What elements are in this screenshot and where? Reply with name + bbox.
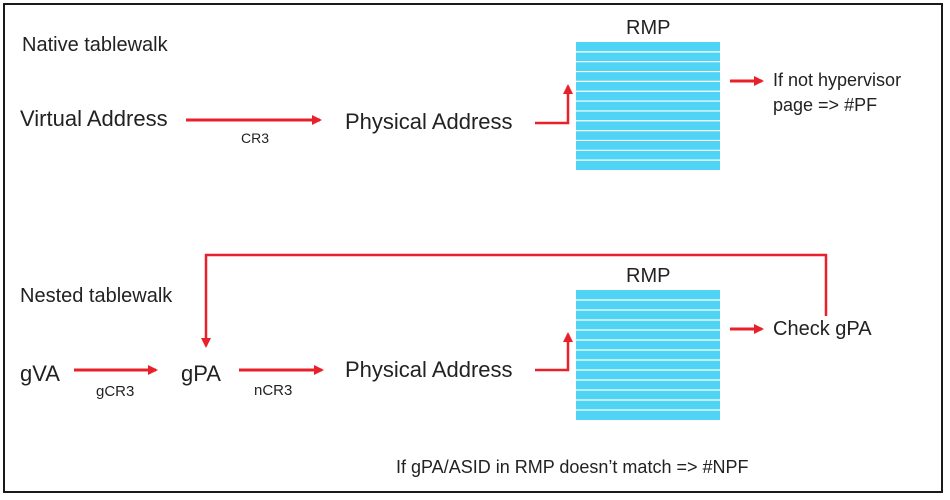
native-physical-address: Physical Address	[345, 109, 513, 134]
nested-gcr3-label: gCR3	[96, 383, 135, 400]
nested-rmp-title: RMP	[626, 265, 671, 287]
diagram-frame	[3, 3, 943, 493]
nested-check-gpa: Check gPA	[773, 318, 872, 340]
native-cr3-label: CR3	[241, 130, 270, 146]
arrow-check-loop	[201, 253, 828, 348]
rmp-table-native	[576, 42, 720, 170]
nested-heading: Nested tablewalk	[20, 285, 173, 307]
nested-gpa: gPA	[181, 361, 221, 386]
nested-gva: gVA	[20, 361, 60, 386]
native-result-line2: page => #PF	[773, 95, 878, 115]
native-virtual-address: Virtual Address	[20, 106, 168, 131]
rmp-table-nested	[576, 290, 720, 420]
native-result-line1: If not hypervisor	[773, 70, 902, 90]
nested-ncr3-label: nCR3	[254, 382, 293, 399]
arrow-pa-to-rmp-nested	[535, 332, 573, 372]
nested-physical-address: Physical Address	[345, 357, 513, 382]
nested-footer-note: If gPA/ASID in RMP doesn’t match => #NPF	[396, 457, 749, 477]
arrow-pa-to-rmp-native	[535, 84, 573, 125]
native-rmp-title: RMP	[626, 17, 671, 39]
native-heading: Native tablewalk	[22, 34, 168, 56]
